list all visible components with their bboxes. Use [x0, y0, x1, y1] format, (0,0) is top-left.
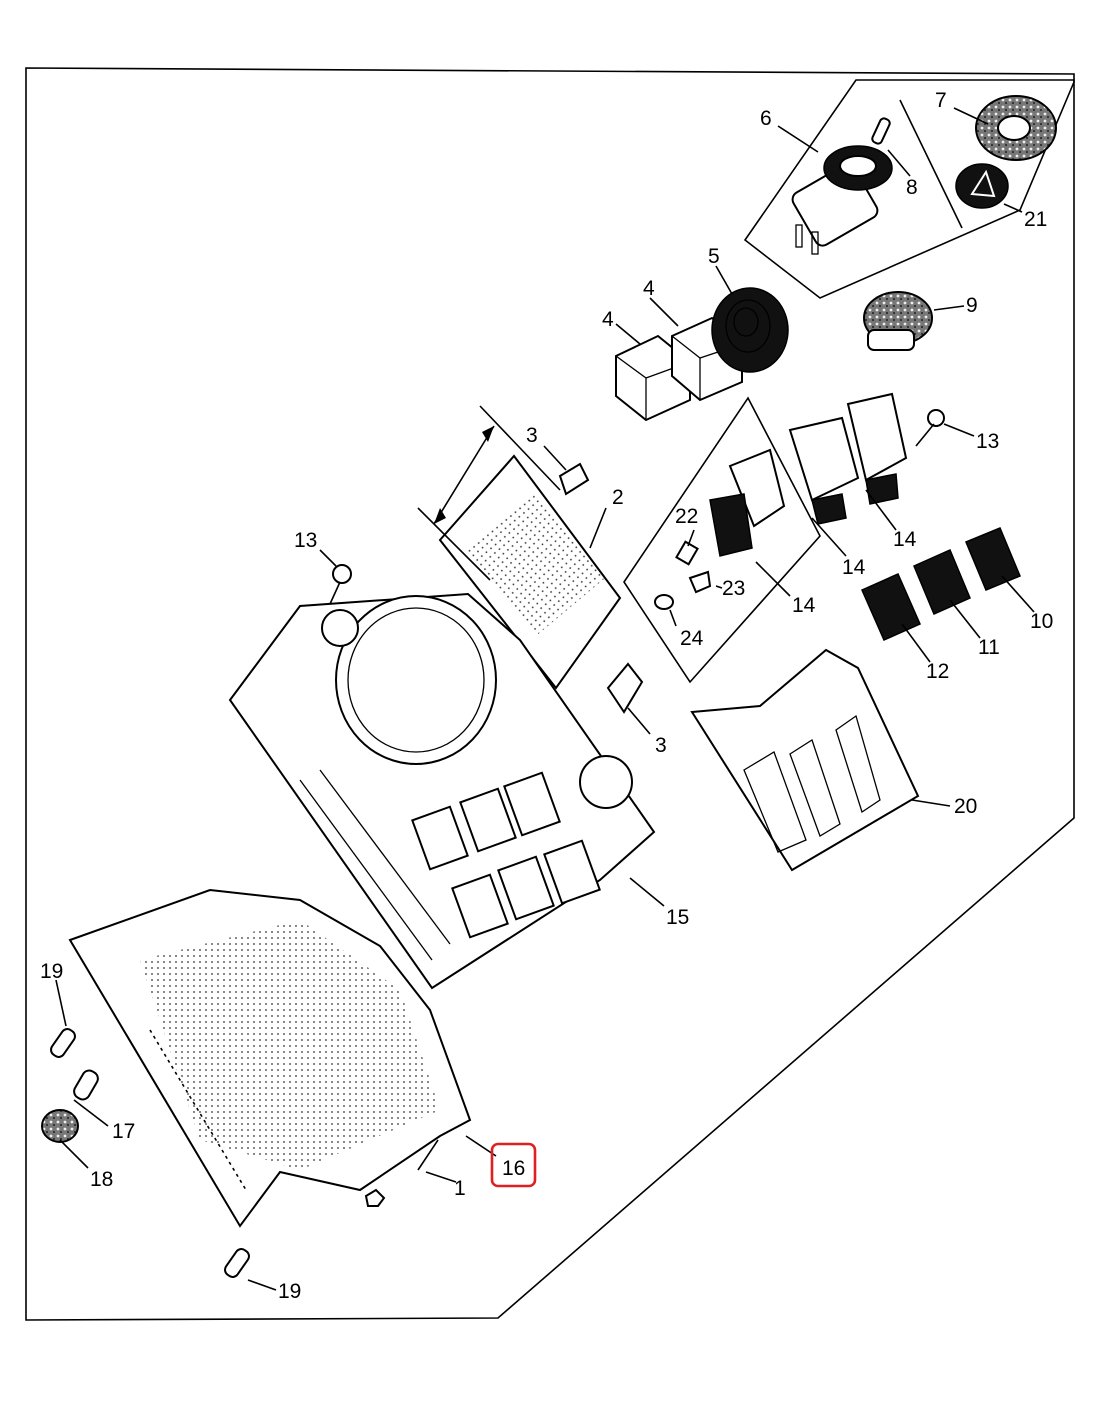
callout-19-upper: 19	[40, 960, 63, 983]
callout-7: 7	[935, 89, 947, 112]
part-14-rocker-switch-pair	[788, 392, 908, 525]
part-9-warning-lamp	[863, 291, 933, 351]
callout-5: 5	[708, 245, 720, 268]
part-15-housing	[228, 592, 656, 990]
connector-strip	[149, 1029, 247, 1191]
callout-4-left: 4	[602, 308, 614, 331]
callout-15: 15	[666, 906, 689, 929]
callout-24: 24	[680, 627, 704, 650]
callout-19-lower: 19	[278, 1280, 301, 1303]
callout-14-right: 14	[893, 528, 917, 551]
part-3-clip-lower	[606, 662, 644, 714]
part-6-switch	[791, 145, 893, 255]
part-5-buzzer	[711, 287, 789, 373]
part-19-bulb-lower	[224, 1248, 250, 1278]
callout-18: 18	[90, 1168, 113, 1191]
callout-21: 21	[1024, 208, 1047, 231]
callout-13-right: 13	[976, 430, 999, 453]
part-20-bracket	[690, 648, 920, 872]
diagram-frame	[25, 67, 1075, 1321]
callout-3-upper: 3	[526, 424, 538, 447]
callout-23: 23	[722, 577, 745, 600]
part-12-lens	[861, 573, 921, 641]
callout-9: 9	[966, 294, 978, 317]
callout-6: 6	[760, 107, 772, 130]
part-2-cover-plate	[417, 405, 622, 690]
inset-box-14	[623, 396, 821, 684]
callout-8: 8	[906, 176, 918, 199]
callout-17: 17	[112, 1120, 135, 1143]
callout-12: 12	[926, 660, 949, 683]
callout-1: 1	[454, 1177, 466, 1200]
part-16-circuit-board	[68, 888, 472, 1228]
part-17-bulb	[73, 1069, 99, 1101]
part-8-bulb	[871, 117, 891, 145]
callout-14-inset: 14	[792, 594, 816, 617]
part-13-screw-right	[915, 409, 945, 447]
part-10-lens	[965, 527, 1021, 591]
part-1-screw-and-nut	[364, 1139, 439, 1207]
part-14-rocker-switch-inset	[709, 448, 786, 557]
inset-box-6	[743, 79, 1075, 299]
callout-16: 16	[502, 1157, 525, 1180]
leader-lines	[55, 107, 1035, 1291]
callout-20: 20	[954, 795, 977, 818]
part-22-terminal	[675, 540, 699, 566]
callout-2: 2	[612, 486, 624, 509]
callout-22: 22	[675, 505, 698, 528]
part-18-bulb-holder	[41, 1109, 79, 1143]
part-7-knob	[975, 95, 1057, 161]
part-3-clip-upper	[558, 462, 590, 496]
part-13-screw-left	[329, 564, 352, 605]
callout-11: 11	[978, 636, 1000, 659]
callout-3-lower: 3	[655, 734, 667, 757]
callout-14-middle: 14	[842, 556, 866, 579]
part-23-terminal	[688, 570, 712, 594]
callout-16-highlight	[490, 1142, 537, 1188]
callout-4-right: 4	[643, 277, 655, 300]
part-24-bulb-holder	[654, 594, 674, 610]
callout-13-left: 13	[294, 529, 317, 552]
part-19-bulb-upper	[50, 1028, 76, 1058]
part-21-hazard-cap	[955, 163, 1009, 209]
callout-10: 10	[1030, 610, 1053, 633]
part-11-lens	[913, 549, 971, 615]
